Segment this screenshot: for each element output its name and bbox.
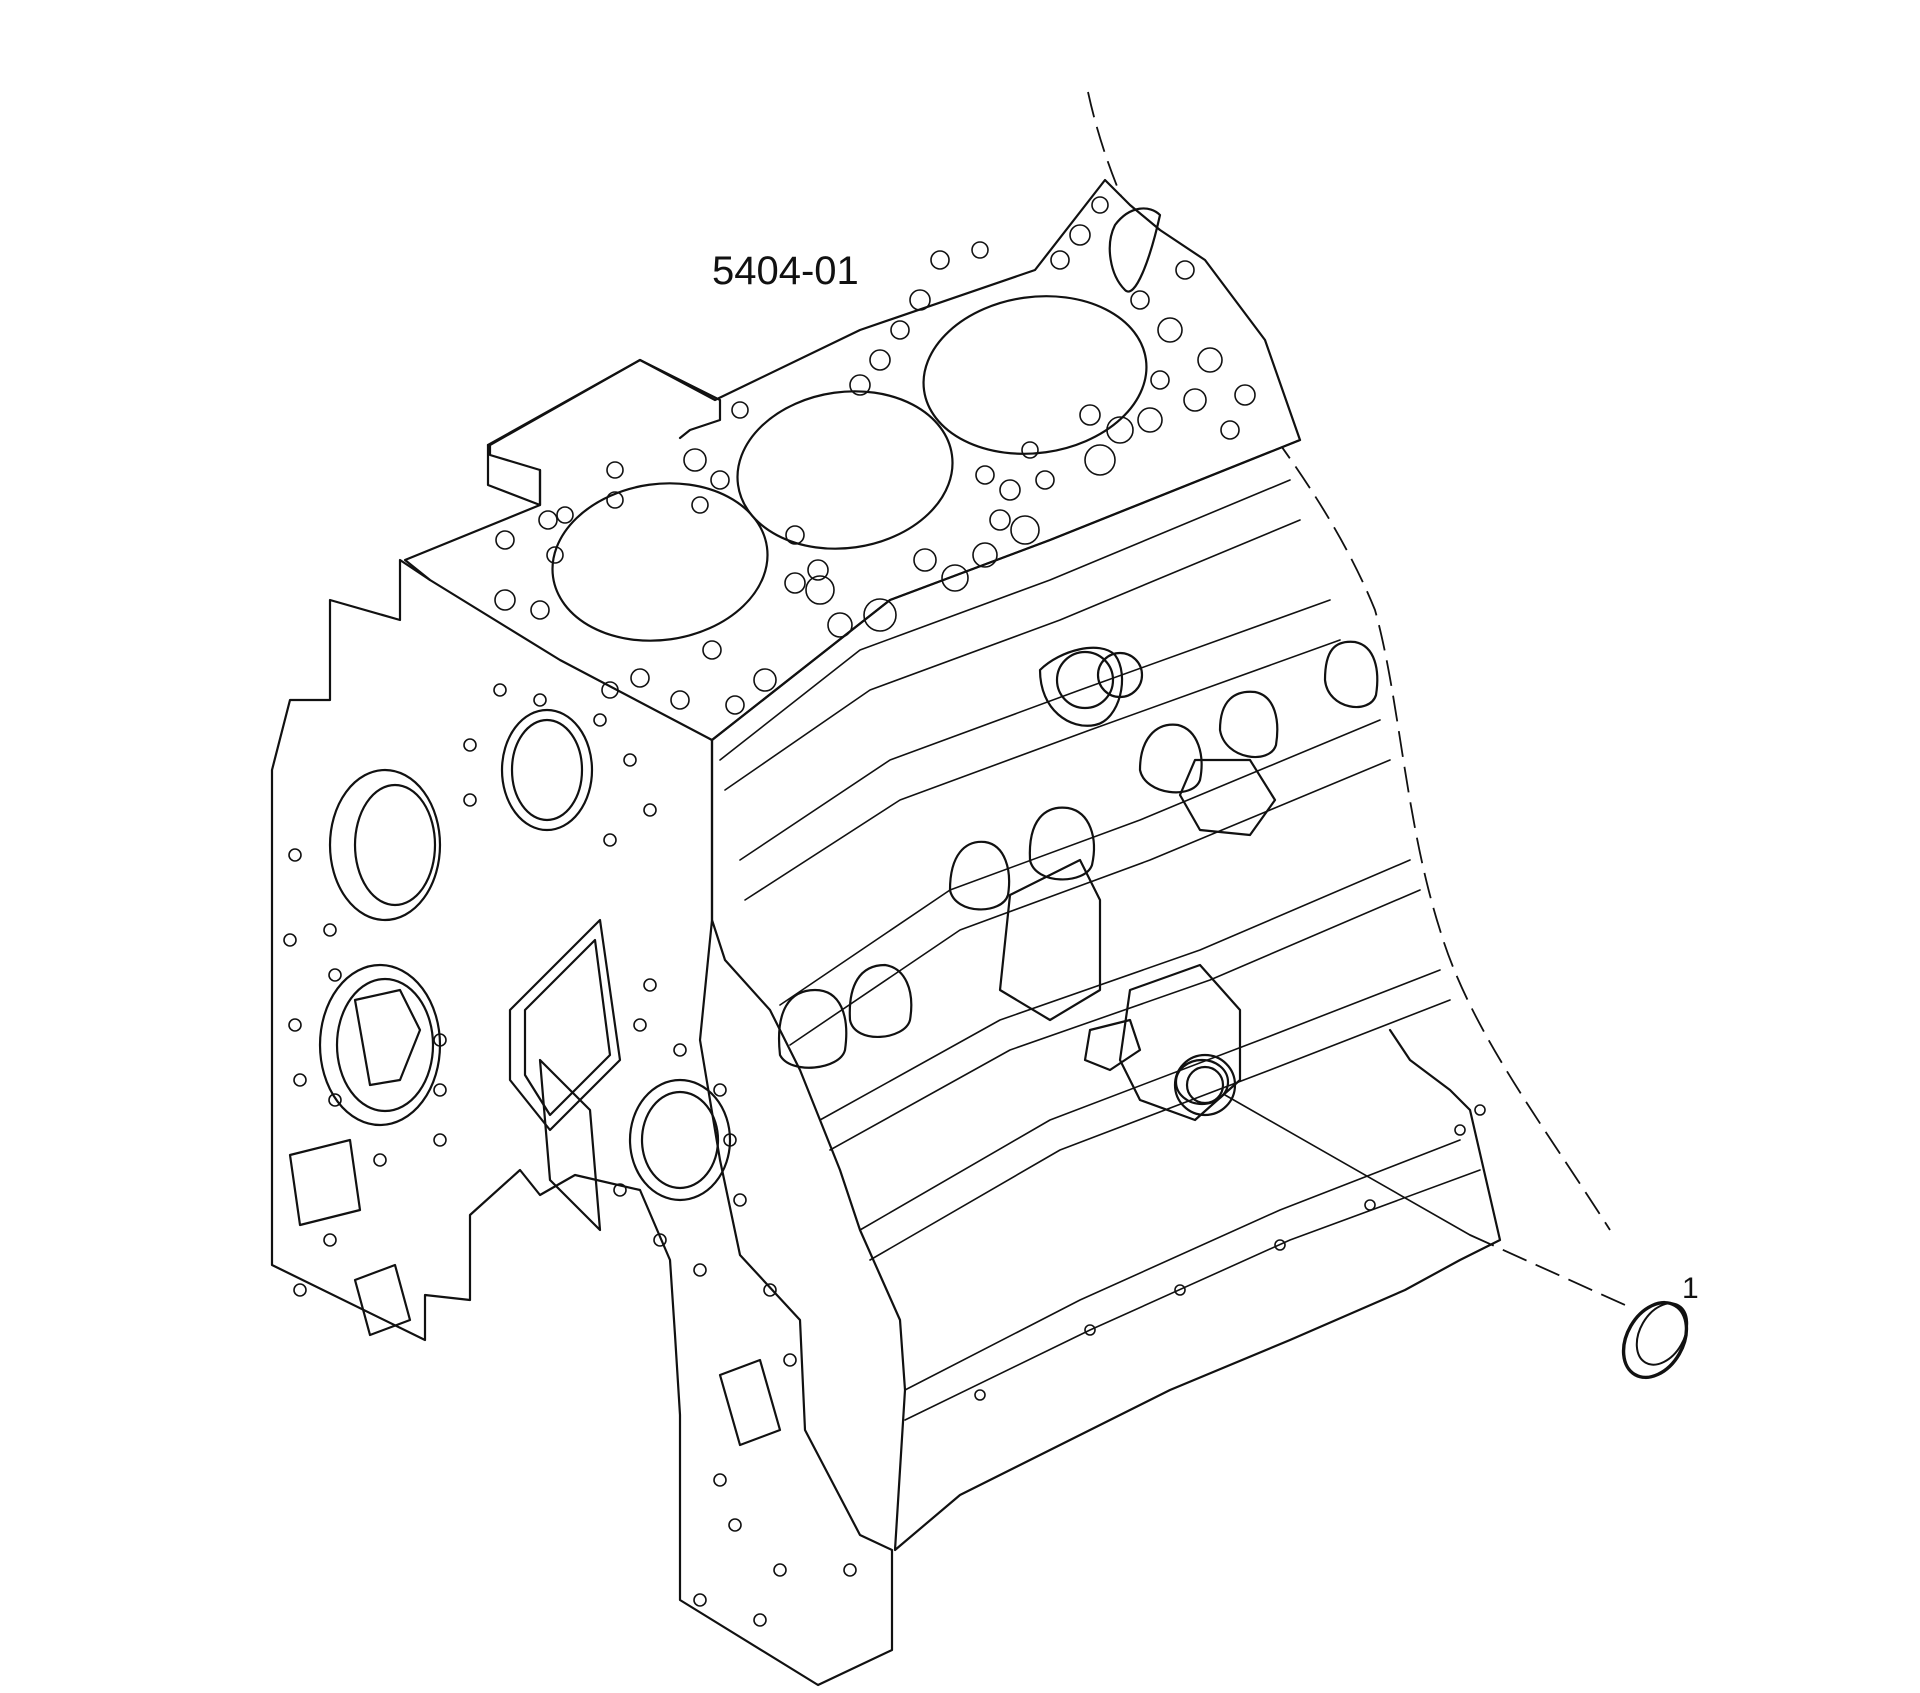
block-front-boss-side [486,443,542,507]
engine-block [270,178,1502,1687]
cylinder-bore-2 [736,390,954,550]
block-right-side [710,738,1502,1552]
side-mounting-bosses [998,646,1277,1122]
block-front-boss [486,358,722,447]
front-face-features [288,708,782,1447]
cylinder-bore-4-partial [1108,207,1162,293]
block-front-face [270,558,894,1687]
block-right-upper-edge [710,438,1302,742]
cylinder-bore-3 [922,295,1148,455]
core-plug-part [1621,1300,1689,1380]
callout-number-1: 1 [1682,1272,1699,1305]
core-plug-bore [1174,1058,1230,1106]
front-face-bolt-holes [283,683,857,1627]
callout-leader-dashed [1469,1234,1626,1306]
part-number-label: 5404-01 [712,249,859,293]
pan-rail-bolt-holes [974,1104,1486,1401]
cylinder-bore-1 [551,482,769,642]
deck-holes [494,196,1256,715]
crankcase-pockets [777,640,1379,1069]
callout-leader-line [1224,1094,1471,1236]
